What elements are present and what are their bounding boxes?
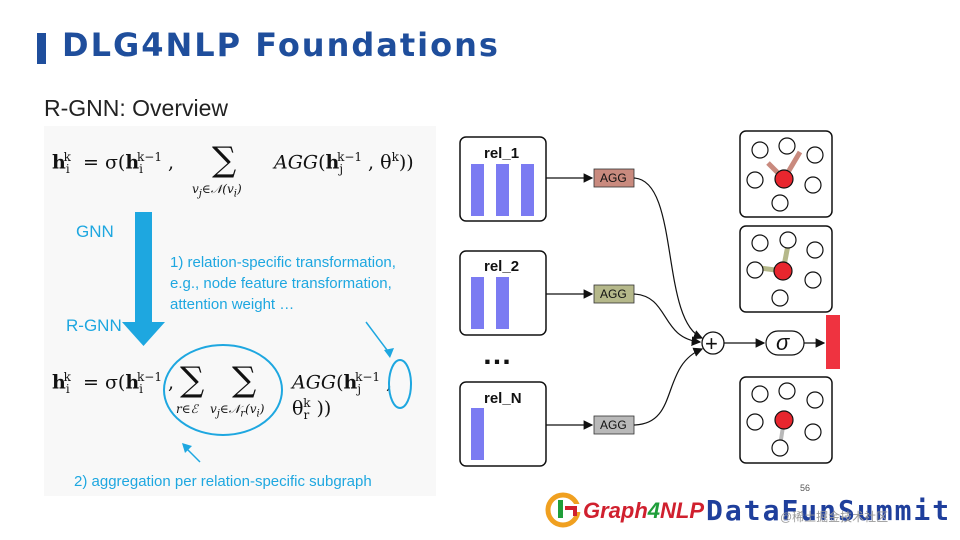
rel-2-label: rel_2 <box>484 258 519 275</box>
annotation2-arrow <box>185 447 201 463</box>
agg-2-to-sum-curve <box>633 293 702 346</box>
subgraph-2-node <box>779 231 797 249</box>
subgraph-n-node <box>746 413 764 431</box>
formula-arrows-svg <box>122 212 412 463</box>
subgraph-n-node <box>778 382 796 400</box>
rel-1-bar-2 <box>496 164 509 216</box>
rel-1-bar-1 <box>471 164 484 216</box>
datafunsummit-logo: DataFunSummit <box>706 494 952 527</box>
rel-2-bar-2 <box>496 277 509 329</box>
logo-nlp-text: NLP <box>660 498 705 523</box>
gnn-label: GNN <box>76 222 114 241</box>
gnn-formula: hik = σ(hik−1, ∑ vj∈𝒩(vi) AGG(hjk−1, θk)… <box>52 140 414 200</box>
annotation1-arrow <box>365 321 391 355</box>
graph4nlp-logo-icon <box>545 492 582 528</box>
page-title: DLG4NLP Foundations <box>62 26 500 64</box>
rgnn-formula: hik = σ(hik−1, ∑ r∈ℰ ∑ vj∈𝒩r(vi) AGG(hjk… <box>52 360 393 423</box>
rel-1-bar-3 <box>521 164 534 216</box>
output-bar <box>826 315 840 369</box>
sum-highlight-ellipse <box>163 344 283 436</box>
page-number: 56 <box>800 483 811 493</box>
subgraph-n-center-node <box>774 410 794 430</box>
annotation2-arrowhead <box>182 443 192 453</box>
agg-n-to-sum-curve <box>633 347 704 426</box>
watermark: @稀土掘金技术社区 <box>780 510 889 524</box>
logo-four-text: 4 <box>647 498 661 523</box>
rel-n-bar-1 <box>471 408 484 460</box>
logo-graph-text: Graph <box>583 498 648 523</box>
subgraph-n-node <box>771 439 789 457</box>
title-accent-bar <box>37 33 46 64</box>
subgraph-1-node <box>746 171 764 189</box>
ellipsis: … <box>482 338 512 371</box>
gnn-to-rgnn-arrow <box>122 212 165 346</box>
subgraph-1-node <box>804 176 822 194</box>
subgraph-2-center-node <box>773 261 793 281</box>
subgraph-n-node <box>751 385 769 403</box>
rel-n-label: rel_N <box>484 390 522 407</box>
slide-subtitle: R-GNN: Overview <box>44 95 229 121</box>
theta-highlight-ellipse <box>388 359 412 409</box>
agg-1-to-sum-curve <box>633 177 704 340</box>
annotation1-arrowhead <box>384 348 394 358</box>
agg-label-1: AGG <box>600 171 627 185</box>
subgraph-1-node <box>806 146 824 164</box>
subgraph-n-node <box>804 423 822 441</box>
subgraph-2-node <box>771 289 789 307</box>
subgraph-2-node <box>751 234 769 252</box>
subgraph-1-node <box>751 141 769 159</box>
agg-label-n: AGG <box>600 418 627 432</box>
graph4nlp-logo-text: Graph4NLP <box>583 498 704 524</box>
rel-2-bar-1 <box>471 277 484 329</box>
rel-1-label: rel_1 <box>484 145 519 162</box>
subgraph-1-node <box>771 194 789 212</box>
subgraph-2-node <box>806 241 824 259</box>
annotation-aggregation: 2) aggregation per relation-specific sub… <box>74 473 372 490</box>
subgraph-n-node <box>806 391 824 409</box>
subgraph-2-node <box>804 271 822 289</box>
subgraph-1-node <box>778 137 796 155</box>
annotation-relation-transformation: 1) relation-specific transformation, e.g… <box>170 252 440 315</box>
annotation1-line2: e.g., node feature transformation, <box>170 275 392 292</box>
subgraph-1-center-node <box>774 169 794 189</box>
rgnn-label: R-GNN <box>66 316 122 335</box>
sigma-symbol: σ <box>776 330 790 355</box>
formula-panel: hik = σ(hik−1, ∑ vj∈𝒩(vi) AGG(hjk−1, θk)… <box>44 126 436 496</box>
agg-label-2: AGG <box>600 287 627 301</box>
annotation1-line3: attention weight … <box>170 296 295 313</box>
annotation1-line1: 1) relation-specific transformation, <box>170 254 396 271</box>
subgraph-2-node <box>746 261 764 279</box>
sum-symbol: + <box>705 331 718 356</box>
